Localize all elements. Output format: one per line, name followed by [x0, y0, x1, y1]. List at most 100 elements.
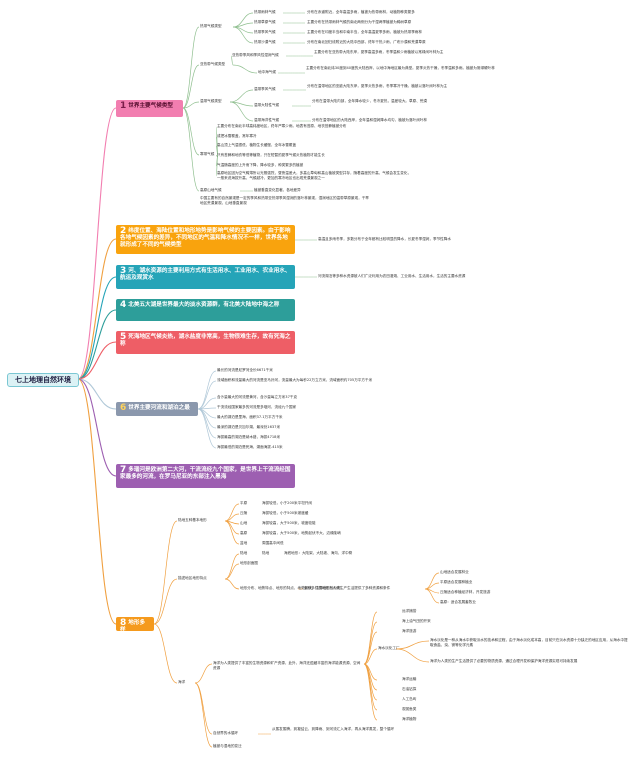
branch-2-note: 高温且多雨冬季，多数分布于全年都有比较明显的降水，长夏冬季湿润，季节性降水 — [318, 237, 451, 241]
branch-8-number: 8 — [120, 618, 127, 628]
branch-7-number: 7 — [120, 465, 127, 475]
connector — [194, 682, 213, 748]
landform-name-3[interactable]: 高原 — [240, 531, 248, 535]
connector — [77, 107, 117, 380]
branch-7-label: 多瑙河是欧洲第二大河，干流流经九个国家，是世界上干流流经国家最多的河流，在罗马尼… — [120, 467, 291, 481]
tropical-name-1[interactable]: 热带草原气候 — [254, 20, 276, 24]
temperate-name-2[interactable]: 温带海洋性气候 — [254, 118, 280, 122]
vegetation-change-node[interactable]: 植被与湿地的变迁 — [213, 744, 242, 748]
landform-name-2[interactable]: 山地 — [240, 521, 248, 525]
sea-node[interactable]: 海洋 — [178, 680, 186, 684]
cold-item-5: 高原地区因为空气稀薄所以光照强烈，昼夜温差大，多高山草甸和高山植被类型并存，随着… — [217, 171, 412, 180]
root-node[interactable]: 七上地理自然环境 — [7, 373, 79, 387]
tropical-desc-3: 分布在南北回归线附近的大陆中西部，终年干热少雨，广布沙漠和荒漠草原 — [307, 40, 426, 44]
distribution-item-1: 多种多样的地形为人类生产生活提供了多种资源和条件 — [304, 586, 391, 590]
branch-5-number: 5 — [120, 332, 127, 342]
connector — [229, 101, 254, 122]
connector — [224, 563, 240, 580]
distribution-leaf-0: 山地适合发展林业 — [440, 570, 469, 574]
cold-node[interactable]: 寒带气候 — [200, 152, 215, 156]
tropical-desc-2: 主要分布在印度半岛和中南半岛，全年高温夏季多雨，植被为热带季雨林 — [307, 30, 422, 34]
tropical-node[interactable]: 热带气候类型 — [200, 24, 222, 28]
basic-landforms-node[interactable]: 陆地五种基本地形 — [178, 518, 207, 522]
water-cycle-node[interactable]: 自然界的水循环 — [213, 731, 239, 735]
temperate-name-1[interactable]: 温带大陆性气候 — [254, 103, 280, 107]
connector — [224, 520, 240, 545]
subtropical-name-0[interactable]: 亚热带季风和季风性湿润气候 — [232, 53, 279, 57]
tropical-name-0[interactable]: 热带雨林气候 — [254, 10, 276, 14]
connector — [197, 408, 217, 449]
cold-item-2: 高山顶上气温很低，植物生长缓慢，全年冰雪覆盖 — [217, 143, 297, 147]
connector — [224, 503, 240, 522]
river-fact-1: 流域面积和流量最大的河流是亚马孙河，流量最大为每秒22万立方米，流域面积约705… — [217, 378, 373, 382]
subtropical-desc-1: 主要分布在南北纬30度到40度的大陆西岸，以地中海地区最为典型。夏季炎热干燥，冬… — [306, 66, 495, 70]
connector — [77, 276, 117, 380]
temperate-name-0[interactable]: 温带季风气候 — [254, 87, 276, 91]
connector — [182, 26, 200, 109]
branch-2-number: 2 — [120, 226, 127, 236]
landform-name-1[interactable]: 丘陵 — [240, 511, 248, 515]
connector — [153, 578, 178, 625]
connector — [194, 663, 213, 684]
landform-name-4[interactable]: 盆地 — [240, 541, 248, 545]
distribution-leaf-1: 平原适合发展种植业 — [440, 580, 473, 584]
relief-node[interactable]: 地形剖面图 — [240, 561, 258, 565]
connector — [215, 154, 219, 177]
river-fact-3: 干流流经国家最多的河流是多瑙河，流经九个国家 — [217, 405, 297, 409]
tropical-name-3[interactable]: 热带沙漠气候 — [254, 40, 276, 44]
landform-desc-2: 海拔较高，大于500米，坡度较陡 — [262, 521, 316, 525]
river-fact-4: 最大的湖泊是里海，面积37.1万平方千米 — [217, 415, 283, 419]
river-fact-2: 含沙量最大的河流是黄河，含沙量每立方米37千克 — [217, 395, 298, 399]
river-fact-7: 海拔最低的湖泊是死海，湖面海拔-415米 — [217, 445, 283, 449]
sea-note: 海水淡化是一种从海水中获取淡水的技术和过程，由于海水淡化成本高，目前只在淡水资源… — [430, 638, 628, 647]
land-item-1: 海底地形：大陆架、大陆坡、海沟、洋中脊 — [284, 551, 353, 555]
highland-node[interactable]: 高原山地气候 — [200, 188, 222, 192]
landform-desc-1: 海拔较低，小于500米坡度缓 — [262, 511, 309, 515]
connector — [77, 309, 117, 380]
distribution-node[interactable]: 描述地区地形特点 — [178, 576, 207, 580]
branch-6-label: 世界主要河流和湖泊之最 — [128, 405, 190, 411]
river-fact-6: 海拔最高的湖泊是纳木错，海拔4718米 — [217, 435, 281, 439]
temperate-desc-1: 分布在温带大陆内部，全年降水较少，冬冷夏热，温差较大。草原、荒漠 — [312, 99, 427, 103]
subtropical-node[interactable]: 亚热带气候类型 — [200, 62, 226, 66]
desalination-note: 海洋为人类的生产生活提供了必要的物质资源，通过合理开发和保护海洋资源实现可持续发… — [430, 659, 578, 663]
distribution-item-0: 地形分布、地势特点、地形的特点、地势起伏、主要地形的分布 — [240, 586, 341, 590]
connector — [230, 55, 234, 66]
connector — [224, 553, 240, 580]
sea-item-0: 远洋捕捞 — [402, 609, 417, 613]
sea-item-3: 海水淡化工厂 — [378, 646, 400, 650]
landform-name-0[interactable]: 平原 — [240, 501, 248, 505]
connector — [77, 238, 117, 380]
connector — [232, 26, 254, 44]
connector — [77, 378, 117, 477]
tropical-name-2[interactable]: 热带季风气候 — [254, 30, 276, 34]
connector — [232, 64, 258, 74]
temperate-node[interactable]: 温带气候类型 — [200, 99, 222, 103]
branch-1-label: 世界主要气候类型 — [128, 103, 174, 109]
branch-3-number: 3 — [120, 266, 127, 276]
temperate-desc-0: 分布在温带地区的亚欧大陆东岸，夏季炎热多雨，冬季寒冷干燥。植被以落叶阔叶林为主 — [307, 84, 448, 88]
highland-desc: 植被垂直变化显著，各地差异 — [254, 188, 301, 192]
connector — [363, 663, 378, 721]
connector — [424, 588, 440, 604]
connector — [229, 89, 254, 103]
connector — [77, 378, 117, 625]
branch-3-label: 河、湖水资源的主要利用方式有生活用水、工业用水、农业用水、航运及观赏水 — [120, 268, 291, 282]
tropical-desc-1: 主要分布在热带雨林气候的南北两侧分为干湿两季植被为稀树草原 — [307, 20, 412, 24]
branch-1-number: 1 — [120, 101, 127, 111]
connector — [182, 101, 200, 109]
subtropical-name-1[interactable]: 地中海气候 — [258, 70, 276, 74]
connector — [197, 380, 217, 410]
river-fact-5: 最深的湖泊是贝加尔湖，最深处1637米 — [217, 425, 281, 429]
connector — [153, 520, 178, 625]
land-node[interactable]: 陆地 — [240, 551, 248, 555]
cold-item-1: 或把冰雪覆盖，常年寒冷 — [217, 134, 257, 138]
